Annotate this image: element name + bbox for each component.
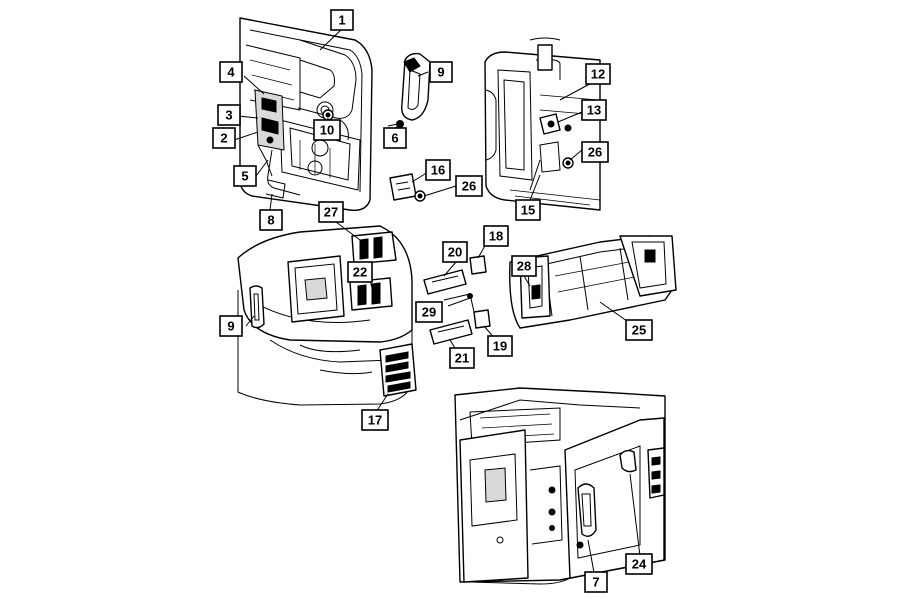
hinge-bracket-16 [389,173,417,201]
callout-20: 20 [442,241,468,263]
hinge-clip-18 [469,255,487,275]
callout-15: 15 [515,199,541,221]
callout-label: 19 [493,339,507,354]
callout-18: 18 [483,225,509,247]
callout-label: 9 [437,65,444,80]
tailgate-inner-assembly [239,17,404,211]
callout-24: 24 [625,553,653,575]
callout-28: 28 [511,255,537,277]
body-handle [249,285,265,329]
callout-5: 5 [233,165,257,187]
callout-19: 19 [487,335,513,357]
callout-26: 26 [455,175,483,197]
callout-26: 26 [581,141,609,163]
tail-lamp-bracket-15 [529,141,561,191]
callout-label: 7 [592,575,599,590]
callout-8: 8 [259,209,283,231]
callout-22: 22 [347,261,373,283]
callout-21: 21 [449,347,475,369]
callout-12: 12 [585,63,611,85]
callout-label: 26 [588,145,602,160]
callout-label: 25 [632,323,646,338]
cargo-frame [509,235,677,329]
callout-label: 27 [324,205,338,220]
callout-2: 2 [212,127,236,149]
callout-10: 10 [313,119,341,141]
callout-label: 2 [220,131,227,146]
callout-label: 29 [422,305,436,320]
body-corner-tail-lamp [484,37,601,211]
nut-26-upper [562,157,574,169]
callout-13: 13 [581,99,607,121]
callout-label: 8 [267,213,274,228]
callout-label: 22 [353,265,367,280]
callout-17: 17 [361,409,389,431]
callout-label: 1 [338,13,345,28]
rear-interior-assembly [454,387,666,585]
callout-29: 29 [415,301,443,323]
callout-label: 10 [320,123,334,138]
hinge-link-29 [443,293,475,313]
callout-27: 27 [318,201,344,223]
bolt-6 [387,120,404,128]
callout-6: 6 [383,127,407,149]
callout-label: 5 [241,169,248,184]
callout-label: 15 [521,203,535,218]
hinge-cover-20 [423,269,467,295]
hinge-cover-21 [429,319,473,345]
callout-label: 12 [591,67,605,82]
callout-label: 24 [632,557,647,572]
rear-body-panel [237,225,413,406]
callout-label: 4 [227,65,235,80]
callout-label: 6 [391,131,398,146]
callout-label: 18 [489,229,503,244]
callout-label: 26 [462,179,476,194]
callout-label: 13 [587,103,601,118]
tailgate-handle [401,52,431,121]
callout-label: 20 [448,245,462,260]
nut-13 [564,124,572,132]
nut-26-lower [414,190,426,202]
callout-4: 4 [219,61,243,83]
callout-16: 16 [425,159,451,181]
callout-label: 16 [431,163,445,178]
callout-label: 28 [517,259,531,274]
callout-label: 9 [227,319,234,334]
callout-3: 3 [217,104,241,126]
hinge-clip-19 [473,309,491,329]
callout-label: 17 [368,413,382,428]
vent-grille [379,343,417,397]
callout-9: 9 [219,315,243,337]
callout-label: 21 [455,351,469,366]
callout-7: 7 [584,571,608,593]
callout-label: 3 [225,108,232,123]
callout-25: 25 [625,319,653,341]
callout-1: 1 [330,9,354,31]
callout-9: 9 [429,61,453,83]
bracket-13 [539,113,561,135]
